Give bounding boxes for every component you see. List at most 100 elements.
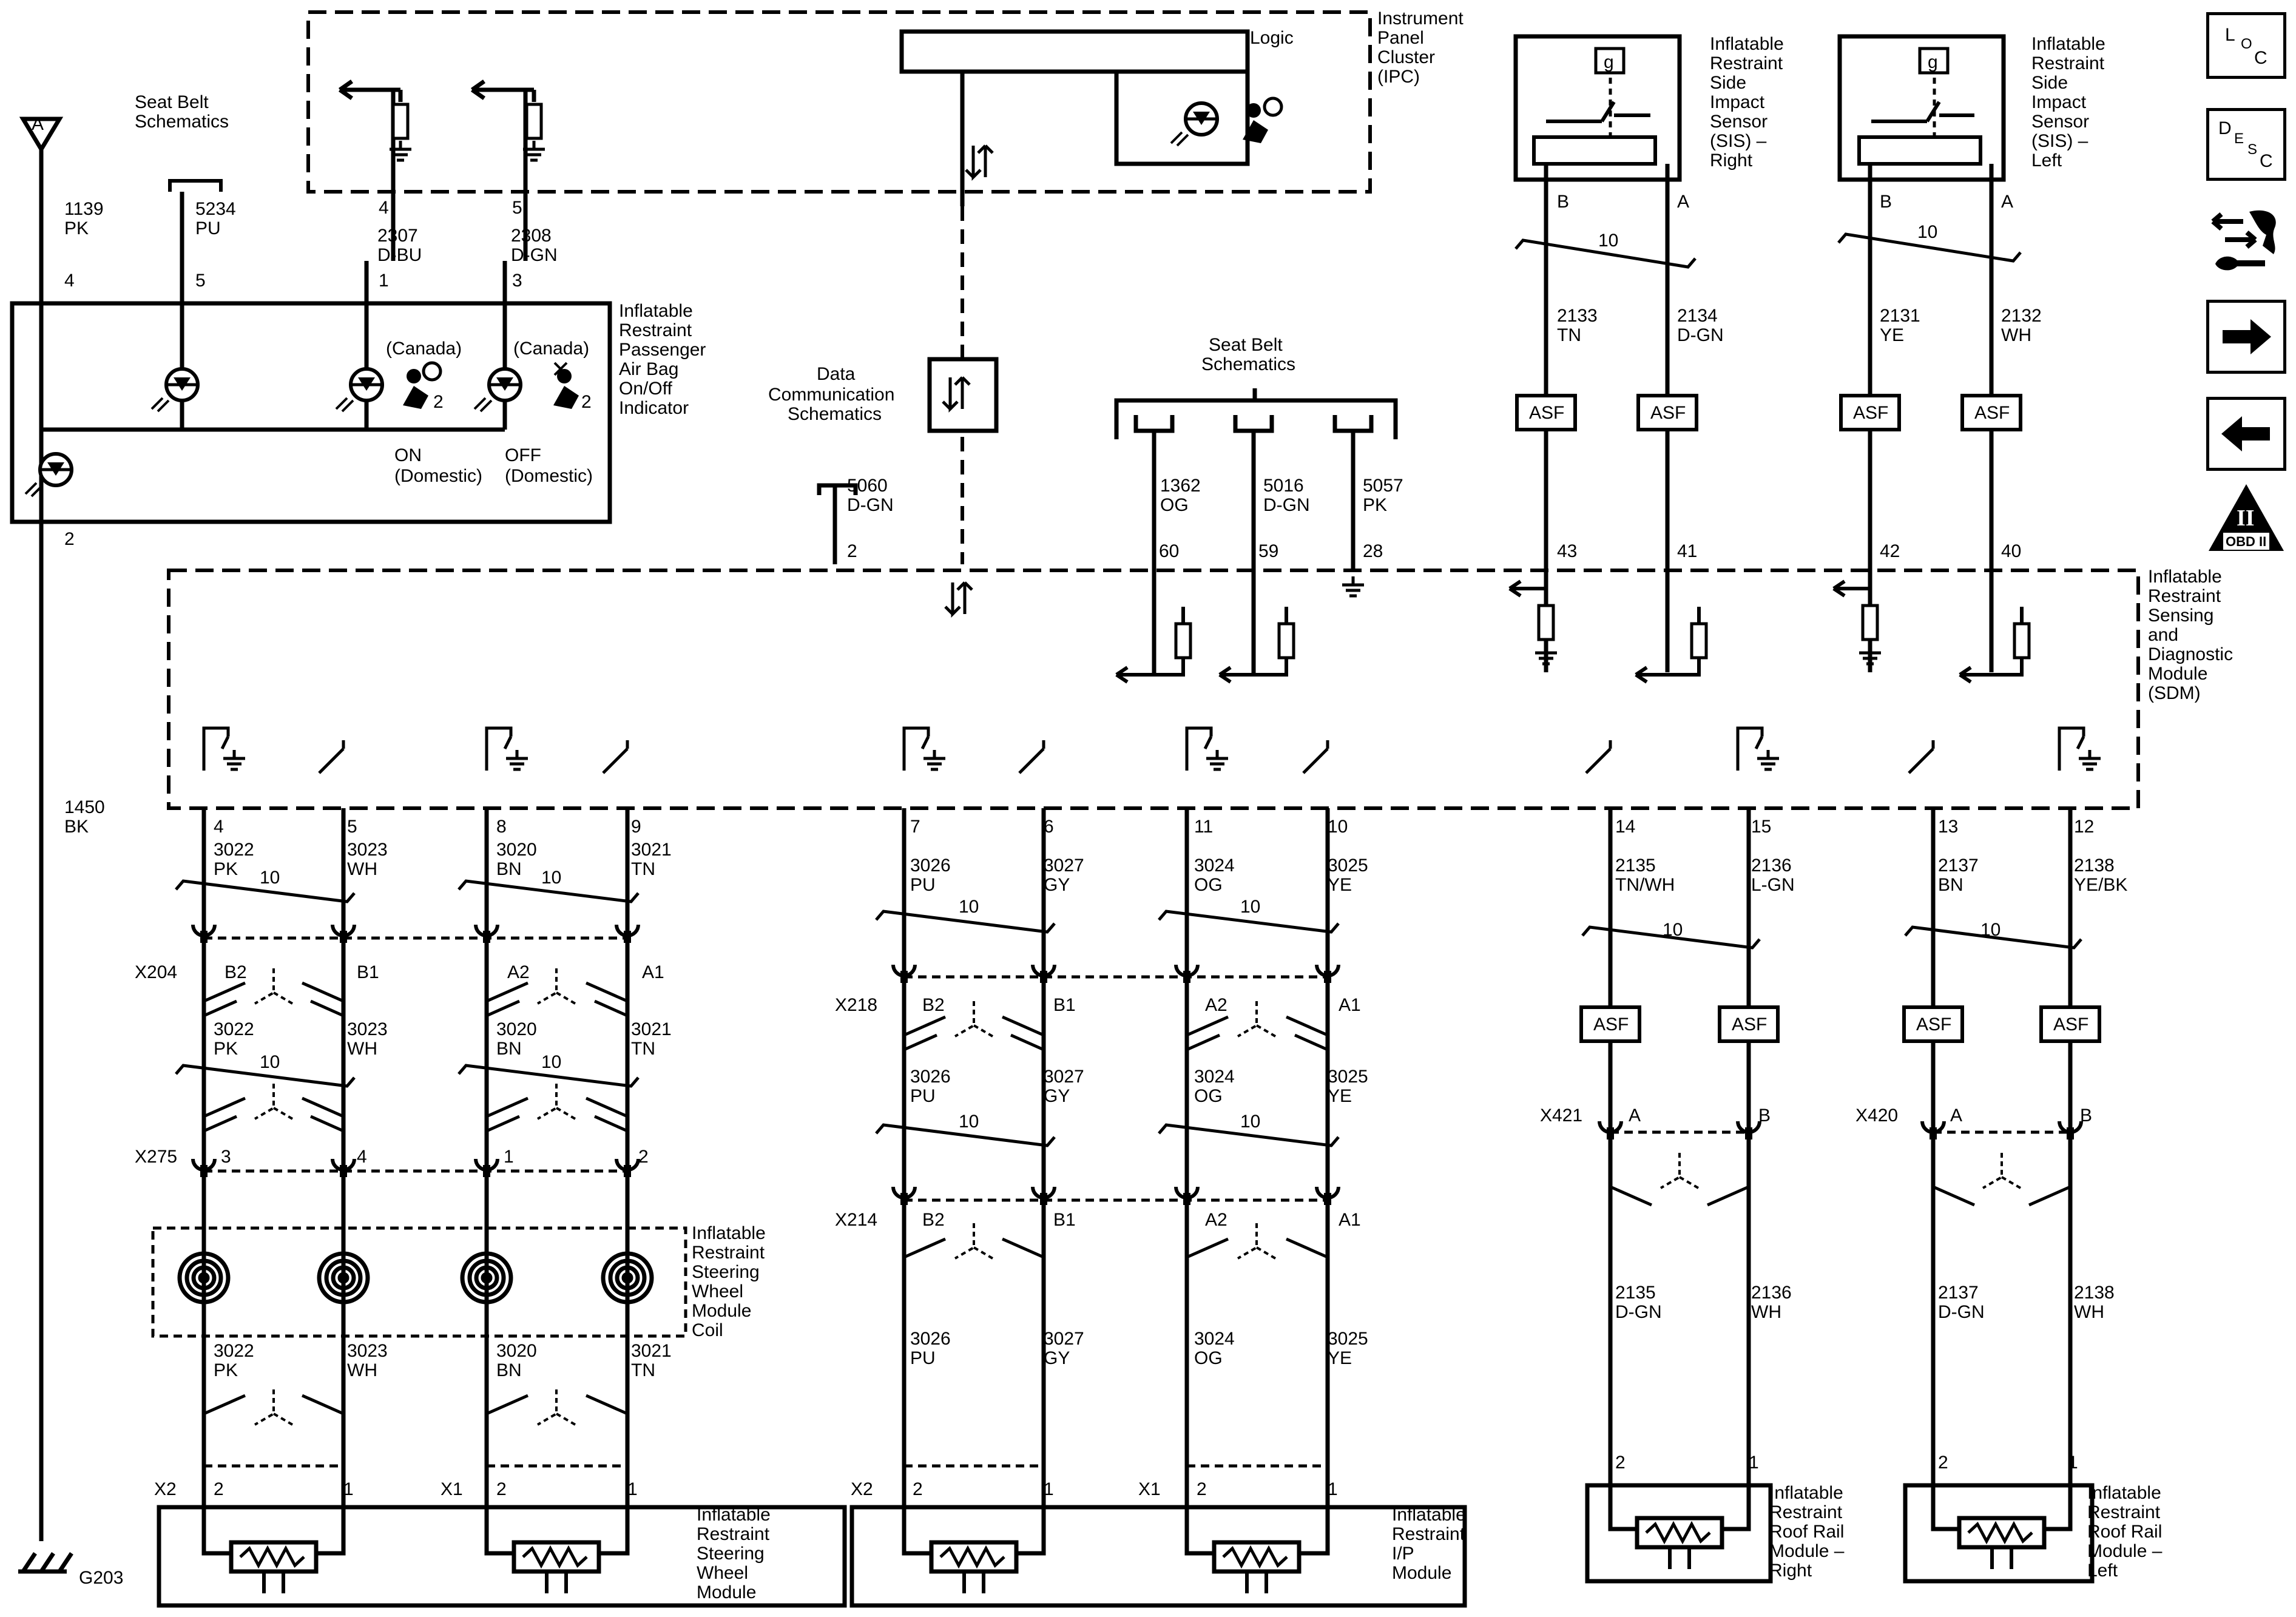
wire-id: 3025 [1328,1329,1368,1349]
wire-color: WH [2001,325,2031,345]
roof-left-title-line: Inflatable [2087,1483,2161,1503]
wire-id: 3021 [631,1341,672,1361]
asf-label: ASF [1853,403,1888,423]
connector-view-button[interactable] [2206,200,2286,279]
wire-id: 2134 [1677,306,1718,326]
wire-color: PU [910,1086,936,1106]
svg-text:12: 12 [2074,817,2094,837]
wire-color: WH [1751,1302,1781,1322]
sis-left-title-line: Inflatable [2031,34,2105,54]
sdm-title-line: Restraint [2148,586,2221,606]
svg-text:B1: B1 [1053,1210,1076,1230]
location-button[interactable]: L O C [2206,12,2286,79]
svg-text:2: 2 [1197,1479,1207,1499]
wire-color: PK [1363,495,1387,515]
wire-color: BN [496,1360,522,1380]
wire-id: 2131 [1880,306,1920,326]
svg-text:13: 13 [1938,817,1958,837]
roof-right-title-line: Right [1769,1561,1812,1581]
wire-color: YE [1328,1348,1352,1368]
svg-text:1: 1 [504,1147,514,1167]
wire-id: 5057 [1363,476,1403,496]
wire-id: 3026 [910,1067,951,1087]
twist-label: 10 [260,1052,280,1072]
wire-id: 2137 [1938,1283,1979,1303]
desc-letter: S [2247,141,2258,158]
wire-color: D-GN [1615,1302,1662,1322]
asf-label: ASF [1593,1014,1629,1035]
wire-id: 2135 [1615,1283,1656,1303]
svg-text:9: 9 [631,817,641,837]
wire-color: PK [214,1039,238,1059]
ipc-outline [306,10,1372,194]
wire-id: 3023 [347,840,388,860]
roof-right-title-line: Roof Rail [1769,1522,1844,1542]
sis-right-title-line: Side [1710,73,1746,93]
wire-id: 3024 [1194,856,1235,876]
ground-label: G203 [79,1568,123,1588]
svg-text:B1: B1 [1053,995,1076,1015]
description-button[interactable]: D E S C [2206,108,2286,181]
svg-text:40: 40 [2001,541,2021,561]
twist-label: 10 [541,1052,561,1072]
wire-id: 3021 [631,1019,672,1039]
wire-id: 3020 [496,1341,537,1361]
desc-letter: E [2234,130,2244,147]
seat-belt-label: Seat Belt [1209,335,1283,355]
asf-box-top [1515,394,2022,431]
wire-id: 2135 [1615,856,1656,876]
next-page-button[interactable] [2206,300,2286,374]
wire-color: OG [1194,875,1223,895]
wire-id: 1450 [64,797,105,817]
coil-title-line: Module [692,1301,751,1321]
sdm-title-line: Diagnostic [2148,644,2233,664]
sis-left-title-line: Left [2031,150,2062,170]
twist-label: 10 [260,868,280,888]
roof-right-title-line: Module – [1769,1541,1845,1561]
wire-id: 2138 [2074,856,2115,876]
sis-right-title-line: Sensor [1710,112,1768,132]
asf-label: ASF [1650,403,1686,423]
svg-text:4: 4 [379,198,389,218]
wire-id: 3025 [1328,856,1368,876]
wire-color: D-BU [377,245,422,265]
wire-id: 1362 [1160,476,1201,496]
ground-symbol-label: A [32,114,44,134]
svg-text:4: 4 [214,817,224,837]
sis-left-title-line: Restraint [2031,53,2105,73]
svg-text:A1: A1 [1339,995,1361,1015]
indicator-title-line: Passenger [619,340,706,360]
coil-title-line: Restraint [692,1243,765,1263]
svg-text:A: A [1677,192,1689,212]
indicator-title-line: On/Off [619,379,672,399]
seat-belt-label: Schematics [1201,354,1295,374]
svg-text:2: 2 [496,1479,507,1499]
svg-text:2: 2 [847,541,857,561]
indicator-badge: 2 [433,392,444,412]
sis-left-title-line: (SIS) – [2031,131,2088,151]
wire-id: 3020 [496,840,537,860]
svg-text:59: 59 [1258,541,1278,561]
svg-text:1: 1 [379,271,389,291]
obd-label: OBD II [2226,534,2267,549]
steering-module-title-line: Wheel [697,1563,748,1583]
wire-color: YE [1328,875,1352,895]
previous-page-button[interactable] [2206,397,2286,471]
svg-text:A: A [1629,1106,1641,1126]
wire-color: D-GN [1263,495,1310,515]
connector-label: X2 [851,1479,873,1499]
connector-label: X1 [441,1479,463,1499]
wire-color: TN [631,1039,655,1059]
wire-id: 2138 [2074,1283,2115,1303]
loc-letter: C [2254,48,2267,68]
roof-right-title-line: Inflatable [1769,1483,1843,1503]
wire-color: D-GN [1677,325,1724,345]
svg-text:1: 1 [2068,1453,2078,1473]
wire-color: OG [1194,1086,1223,1106]
twist-label: 10 [959,897,979,917]
indicator-title-line: Indicator [619,398,689,418]
svg-text:4: 4 [357,1147,367,1167]
sis-right-title-line: Right [1710,150,1753,170]
wire-color: WH [347,859,377,879]
